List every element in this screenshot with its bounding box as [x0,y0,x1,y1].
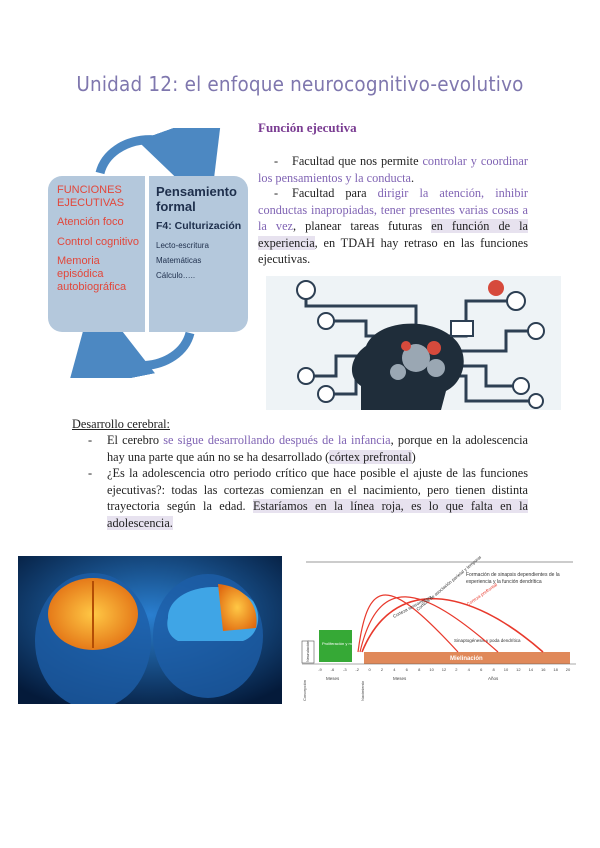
graph-tick-label: 4 [393,667,396,672]
diagram-right-item: Cálculo….. [156,271,196,280]
list-item: ¿Es la adolescencia otro periodo crítico… [88,465,528,531]
graph-axis-group: Meses [326,676,340,681]
graph-tick-label: 8 [492,667,495,672]
graph-title-line: experiencia y la función dendrítica [466,579,542,585]
graph-tick-label: 10 [429,667,434,672]
graph-axis-group: Meses [393,676,407,681]
diagram-left-item: Atención foco [57,216,124,229]
desarrollo-heading: Desarrollo cerebral: [72,417,170,431]
diagram-left-item: Control cognitivo [57,235,139,248]
graph-tick-label: 10 [504,667,509,672]
list-item: El cerebro se sigue desarrollando despué… [88,432,528,465]
diagram-left-column: FUNCIONES EJECUTIVAS Atención foco Contr… [57,184,147,294]
graph-tick-label: 2 [381,667,384,672]
graph-side-label: Nacimiento [360,680,365,701]
graph-tick-label: 2 [455,667,458,672]
graph-tick-label: -9 [318,667,322,672]
development-chart: Formación de sinapsis dependientes de la… [298,556,580,706]
desarrollo-list: El cerebro se sigue desarrollando despué… [88,432,528,531]
graph-label: Neurulación [305,641,310,662]
graph-label: Proliferación y migración neural [322,641,378,646]
graph-tick-label: 8 [418,667,421,672]
graph-tick-label: 20 [566,667,571,672]
brain-photo [18,556,282,704]
diagram-right-subtitle: F4: Culturización [156,220,242,232]
diagram-right-title: Pensamiento formal [156,184,237,214]
graph-axis-group: Años [488,676,499,681]
graph-tick-label: 0 [368,667,371,672]
funcion-ejecutiva-heading: Función ejecutiva [258,120,357,135]
graph-tick-label: -6 [331,667,335,672]
graph-tick-label: 18 [553,667,558,672]
diagram-left-title: FUNCIONES EJECUTIVAS [57,184,125,210]
loop-arrow-icon [66,128,223,378]
graph-tick-label: -3 [343,667,347,672]
diagram-right-item: Matemáticas [156,256,202,265]
funcion-ejecutiva-p1: -Facultad que nos permite controlar y co… [258,154,528,185]
graph-tick-label: 6 [480,667,483,672]
brain-network-icon [266,276,561,410]
graph-tick-label: 12 [516,667,521,672]
diagram-right-column: Pensamiento formal F4: Culturización Lec… [156,184,244,280]
graph-tick-label: 6 [406,667,409,672]
page-title: Unidad 12: el enfoque neurocognitivo-evo… [76,72,524,96]
funcion-ejecutiva-p2: -Facultad para dirigir la atención, inhi… [258,186,529,266]
graph-label: Sinaptogénesis y poda dendrítica [454,638,521,643]
graph-tick-label: 14 [529,667,534,672]
graph-tick-label: 12 [442,667,447,672]
graph-tick-label: -2 [355,667,359,672]
graph-label: Mielinación [450,656,483,662]
graph-tick-label: 4 [468,667,471,672]
diagram-right-item: Lecto-escritura [156,241,209,250]
diagram-left-item: Memoria episódica autobiográfica [57,254,127,294]
graph-tick-label: 16 [541,667,546,672]
diagram-divider [145,176,149,332]
graph-title-line: Formación de sinapsis dependientes de la [466,572,560,578]
graph-side-label: Concepción [302,680,307,701]
